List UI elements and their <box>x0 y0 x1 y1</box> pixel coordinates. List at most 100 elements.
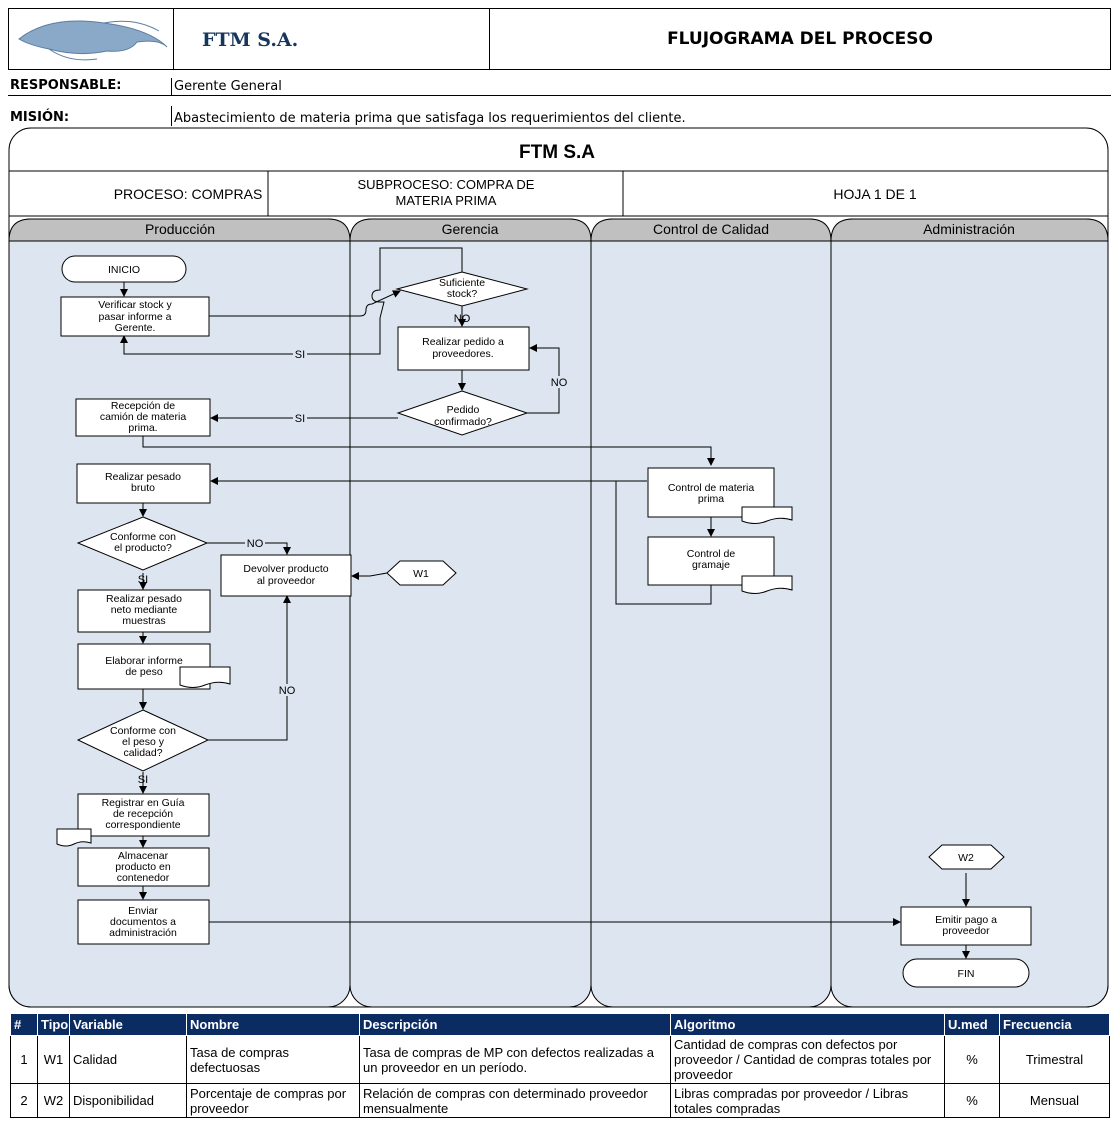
process-elaborar-informe: Elaborar informe de peso <box>77 643 231 690</box>
svg-text:camión de materia: camión de materia <box>100 411 187 423</box>
col-header: # <box>10 1013 38 1036</box>
process-devolver-producto: Devolver producto al proveedor <box>220 554 352 597</box>
mision-value: Abastecimiento de materia prima que sati… <box>174 111 686 126</box>
responsable-value: Gerente General <box>174 79 282 94</box>
lane-control-calidad: Control de Calidad <box>590 218 832 1008</box>
cell-nombre: Tasa de compras defectuosas <box>186 1035 360 1084</box>
process-emitir-pago: Emitir pago a proveedor <box>900 906 1032 946</box>
svg-text:Control de materia: Control de materia <box>668 482 755 494</box>
svg-text:Devolver producto: Devolver producto <box>243 563 328 575</box>
title-cell: FLUJOGRAMA DEL PROCESO <box>489 8 1111 70</box>
svg-text:Control de: Control de <box>687 548 736 560</box>
svg-text:Suficiente: Suficiente <box>439 277 485 289</box>
svg-text:calidad?: calidad? <box>123 747 162 759</box>
svg-text:Recepción de: Recepción de <box>111 400 175 412</box>
svg-text:proveedores.: proveedores. <box>432 348 493 360</box>
lane-label-control-calidad: Control de Calidad <box>653 221 769 237</box>
edge-label-no-2: NO <box>551 377 568 389</box>
svg-text:FIN: FIN <box>958 968 975 980</box>
col-header: Variable <box>69 1013 187 1036</box>
svg-text:Gerente.: Gerente. <box>115 322 156 334</box>
process-flowchart: FTM S.A PROCESO: COMPRAS SUBPROCESO: COM… <box>8 127 1109 1008</box>
cell-tipo: W2 <box>37 1083 70 1118</box>
cell-algoritmo: Libras compradas por proveedor / Libras … <box>670 1083 945 1118</box>
svg-text:correspondiente: correspondiente <box>105 819 180 831</box>
svg-text:Verificar stock y: Verificar stock y <box>98 299 172 311</box>
svg-text:proveedor: proveedor <box>942 925 990 937</box>
svg-text:pasar informe a: pasar informe a <box>99 311 172 323</box>
logo-cell <box>8 8 174 70</box>
svg-text:al proveedor: al proveedor <box>257 575 316 587</box>
svg-text:administración: administración <box>109 927 177 939</box>
cell-number: 2 <box>10 1083 38 1118</box>
lane-administracion: Administración <box>830 218 1109 1008</box>
mision-row: MISIÓN: Abastecimiento de materia prima … <box>8 106 1111 126</box>
svg-text:Pedido: Pedido <box>447 404 480 416</box>
process-pesado-neto: Realizar pesado neto mediante muestras <box>77 589 211 633</box>
cell-frecuencia: Mensual <box>999 1083 1110 1118</box>
process-enviar-documentos: Enviar documentos a administración <box>77 899 210 945</box>
cell-frecuencia: Trimestral <box>999 1035 1110 1084</box>
svg-text:el peso y: el peso y <box>122 736 165 748</box>
shrimp-logo-icon <box>18 20 168 61</box>
edge-label-si-1: SI <box>295 349 305 361</box>
cell-algoritmo: Cantidad de compras con defectos por pro… <box>670 1035 945 1084</box>
responsable-row: RESPONSABLE: Gerente General <box>8 78 1111 96</box>
cell-number: 1 <box>10 1035 38 1084</box>
svg-text:W1: W1 <box>413 568 429 580</box>
edge-label-no-3: NO <box>247 538 264 550</box>
col-header: U.med <box>944 1013 1000 1036</box>
svg-text:stock?: stock? <box>447 288 478 300</box>
svg-text:confirmado?: confirmado? <box>434 416 492 428</box>
svg-text:Realizar pedido a: Realizar pedido a <box>422 336 504 348</box>
cell-variable: Disponibilidad <box>69 1083 187 1118</box>
svg-text:Realizar pesado: Realizar pesado <box>105 471 181 483</box>
decision-suficiente-stock: Suficiente stock? <box>395 271 529 307</box>
cell-umed: % <box>944 1083 1000 1118</box>
cell-variable: Calidad <box>69 1035 187 1084</box>
svg-text:INICIO: INICIO <box>108 264 140 276</box>
col-header: Algoritmo <box>670 1013 945 1036</box>
edge-label-no-1: NO <box>454 313 471 325</box>
edge-label-si-4: SI <box>138 774 148 786</box>
process-almacenar-producto: Almacenar producto en contenedor <box>77 847 210 887</box>
svg-text:Realizar pesado: Realizar pesado <box>106 593 182 605</box>
decision-conforme-producto: Conforme con el producto? <box>76 516 209 571</box>
cell-nombre: Porcentaje de compras por proveedor <box>186 1083 360 1118</box>
document-icon <box>741 575 793 594</box>
col-header: Tipo <box>37 1013 70 1036</box>
decision-pedido-confirmado: Pedido confirmado? <box>396 390 529 436</box>
cell-umed: % <box>944 1035 1000 1084</box>
table-header-row: # Tipo Variable Nombre Descripción Algor… <box>10 1013 1110 1036</box>
edge-label-si-2: SI <box>295 413 305 425</box>
col-header: Descripción <box>359 1013 671 1036</box>
col-header: Frecuencia <box>999 1013 1110 1036</box>
svg-text:el producto?: el producto? <box>114 542 172 554</box>
document-icon <box>56 828 92 847</box>
process-recepcion-camion: Recepción de camión de materia prima. <box>75 398 211 437</box>
svg-text:gramaje: gramaje <box>692 559 730 571</box>
lane-label-gerencia: Gerencia <box>442 221 499 237</box>
edge-labels: SI NO NO SI NO SI NO SI <box>138 313 569 786</box>
svg-text:producto en: producto en <box>115 861 171 873</box>
mision-label: MISIÓN: <box>10 110 70 125</box>
svg-text:W2: W2 <box>958 852 974 864</box>
lane-label-administracion: Administración <box>923 221 1015 237</box>
proceso-label: PROCESO: COMPRAS <box>114 186 263 202</box>
svg-text:de peso: de peso <box>125 666 163 678</box>
edge-label-no-4: NO <box>279 685 296 697</box>
svg-text:Elaborar informe: Elaborar informe <box>105 655 183 667</box>
document-title: FLUJOGRAMA DEL PROCESO <box>667 29 933 49</box>
cell-tipo: W1 <box>37 1035 70 1084</box>
svg-text:Almacenar: Almacenar <box>118 850 169 862</box>
process-control-gramaje: Control de gramaje <box>647 536 793 594</box>
svg-text:prima: prima <box>698 493 724 505</box>
process-realizar-pedido: Realizar pedido a proveedores. <box>397 326 530 371</box>
svg-text:muestras: muestras <box>122 615 165 627</box>
svg-text:contenedor: contenedor <box>117 872 170 884</box>
table-row: 1 W1 Calidad Tasa de compras defectuosas… <box>10 1035 1110 1084</box>
end-terminator: FIN <box>902 958 1030 988</box>
indicators-table: # Tipo Variable Nombre Descripción Algor… <box>10 1013 1110 1118</box>
decision-conforme-peso: Conforme con el peso y calidad? <box>76 709 210 772</box>
cell-descripcion: Tasa de compras de MP con defectos reali… <box>359 1035 671 1084</box>
